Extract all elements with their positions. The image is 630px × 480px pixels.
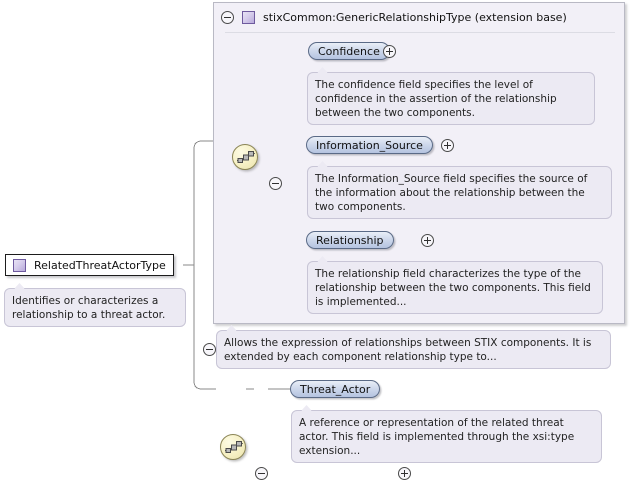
annotation-pointer xyxy=(317,161,328,167)
extension-base-header: stixCommon:GenericRelationshipType (exte… xyxy=(214,3,624,32)
element-node-confidence[interactable]: Confidence xyxy=(308,42,390,60)
element-label: Information_Source xyxy=(316,138,423,152)
annotation-extension-base: Allows the expression of relationships b… xyxy=(216,325,611,369)
schema-diagram-canvas: stixCommon:GenericRelationshipType (exte… xyxy=(0,0,630,450)
annotation-pointer xyxy=(317,256,328,262)
annotation-text: A reference or representation of the rel… xyxy=(299,417,575,457)
sequence-glyph xyxy=(237,151,255,163)
element-label: Confidence xyxy=(318,44,380,58)
annotation-pointer xyxy=(301,405,312,411)
annotation-text: The confidence field specifies the level… xyxy=(315,79,557,119)
header-divider xyxy=(225,32,615,33)
annotation-text: The Information_Source field specifies t… xyxy=(315,173,588,213)
annotation-pointer xyxy=(226,325,237,331)
element-label: Relationship xyxy=(316,233,384,247)
sequence-compositor-icon-extension-base[interactable] xyxy=(232,144,258,170)
element-node-information-source[interactable]: Information_Source xyxy=(306,136,433,154)
collapse-minus-icon-extension-base-sequence[interactable] xyxy=(269,177,282,190)
annotation-threat-actor: A reference or representation of the rel… xyxy=(291,405,602,463)
complex-type-square-icon xyxy=(13,258,26,272)
collapse-minus-icon-root[interactable] xyxy=(203,343,216,356)
extension-base-title: stixCommon:GenericRelationshipType (exte… xyxy=(263,11,567,24)
annotation-text: Identifies or characterizes a relationsh… xyxy=(12,295,166,321)
expand-plus-icon-confidence[interactable] xyxy=(383,45,396,58)
annotation-root: Identifies or characterizes a relationsh… xyxy=(4,283,186,327)
element-node-threat-actor[interactable]: Threat_Actor xyxy=(290,380,381,398)
element-node-relationship[interactable]: Relationship xyxy=(306,231,394,249)
sequence-compositor-icon-own-content[interactable] xyxy=(220,434,246,460)
annotation-pointer xyxy=(14,283,25,289)
annotation-relationship: The relationship field characterizes the… xyxy=(307,256,603,314)
root-type-node[interactable]: RelatedThreatActorType xyxy=(5,254,174,276)
annotation-confidence: The confidence field specifies the level… xyxy=(307,67,595,125)
sequence-glyph xyxy=(225,441,243,453)
expand-plus-icon-relationship[interactable] xyxy=(421,234,434,247)
root-type-label: RelatedThreatActorType xyxy=(34,258,166,272)
annotation-text: The relationship field characterizes the… xyxy=(315,268,591,308)
expand-plus-icon-information-source[interactable] xyxy=(440,139,454,152)
complex-type-square-icon xyxy=(242,11,255,24)
expand-plus-icon-threat-actor[interactable] xyxy=(397,467,411,480)
element-label: Threat_Actor xyxy=(300,382,371,396)
annotation-text: Allows the expression of relationships b… xyxy=(224,337,592,363)
collapse-minus-icon-own-content-sequence[interactable] xyxy=(255,467,268,480)
collapse-minus-icon[interactable] xyxy=(221,11,234,24)
annotation-pointer xyxy=(317,67,328,73)
annotation-information-source: The Information_Source field specifies t… xyxy=(307,161,612,219)
